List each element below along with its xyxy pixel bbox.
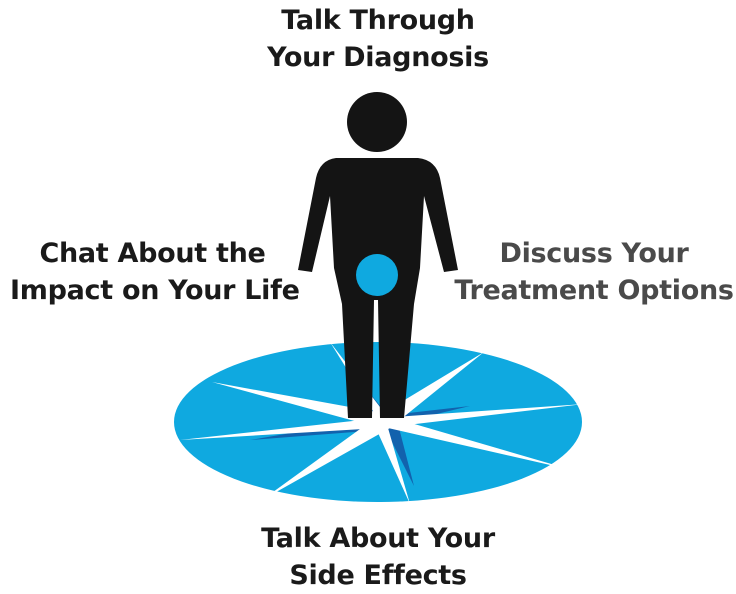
label-talk-through-diagnosis: Talk Through Your Diagnosis [228, 2, 528, 76]
label-top-line2: Your Diagnosis [267, 42, 489, 73]
compass-needle-southeast [380, 414, 572, 470]
label-bottom-line2: Side Effects [289, 560, 467, 591]
compass-needle-west [180, 418, 380, 440]
label-discuss-treatment-options: Discuss Your Treatment Options [452, 235, 736, 309]
compass-needle-northwest [212, 382, 388, 428]
compass-needle-east [380, 404, 584, 428]
compass-needle-south [374, 424, 410, 504]
label-right-line1: Discuss Your [499, 238, 689, 269]
label-top-line1: Talk Through [281, 5, 475, 36]
label-talk-about-side-effects: Talk About Your Side Effects [218, 520, 538, 594]
label-left-line2: Impact on Your Life [10, 275, 300, 306]
figure-highlight-circle [356, 254, 398, 296]
figure-head [347, 92, 407, 152]
label-left-line1: Chat About the [39, 238, 266, 269]
label-chat-about-impact: Chat About the Impact on Your Life [10, 235, 300, 309]
compass-rose-icon [174, 342, 584, 504]
label-bottom-line1: Talk About Your [261, 523, 495, 554]
compass-needle-southwest [262, 416, 390, 500]
label-right-line2: Treatment Options [454, 275, 734, 306]
